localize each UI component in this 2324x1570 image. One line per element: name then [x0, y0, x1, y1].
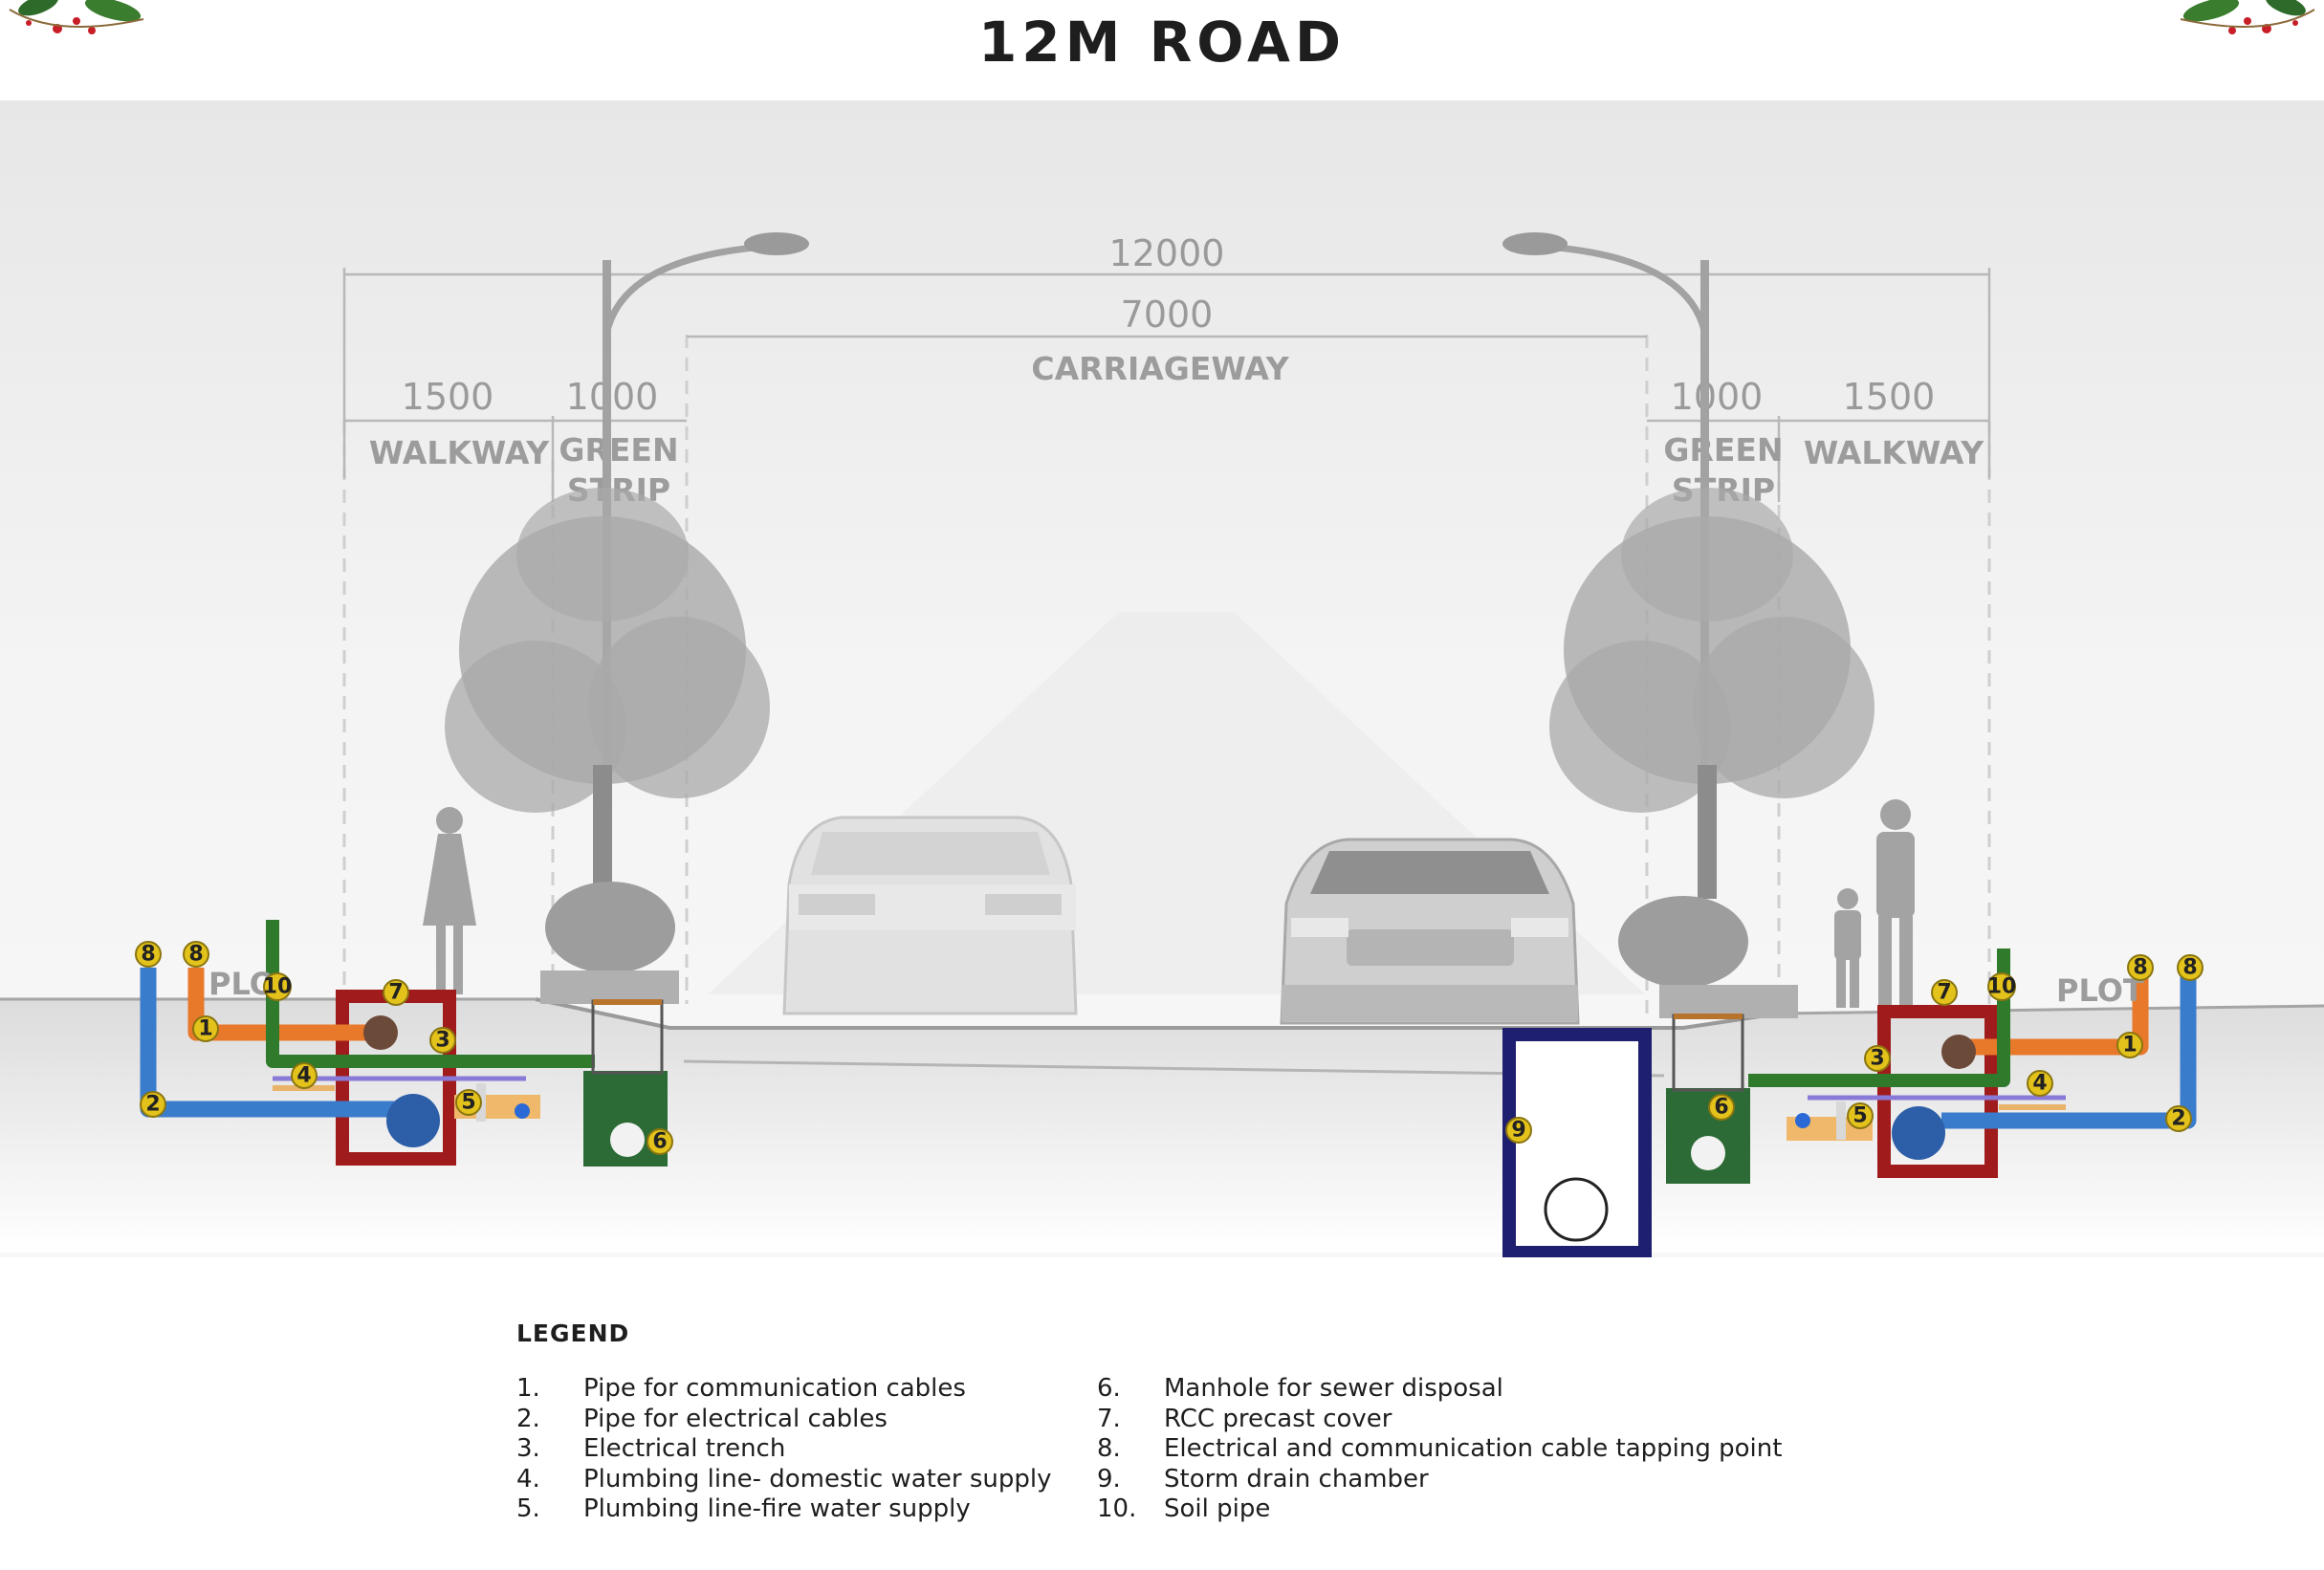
- road-surface-line: [535, 997, 1780, 1030]
- left-green-label-line1: GREEN: [559, 431, 678, 469]
- legend-item: 10.Soil pipe: [1097, 1494, 1271, 1523]
- holly-decoration-left: [9, 0, 144, 34]
- marker-3-left: 3: [429, 1027, 456, 1054]
- soil-pipe-left: [266, 920, 595, 1068]
- svg-text:4: 4: [296, 1064, 311, 1088]
- pedestrian-right-child: [1834, 888, 1861, 1008]
- marker-4-left: 4: [291, 1062, 318, 1089]
- svg-text:10: 10: [1987, 975, 2017, 999]
- marker-10-right: 10: [1987, 972, 2017, 1001]
- svg-text:3: 3: [435, 1029, 449, 1053]
- svg-text:5: 5: [461, 1091, 475, 1115]
- plot-label-right: PLOT: [2056, 972, 2144, 1009]
- svg-text:6: 6: [1714, 1096, 1728, 1120]
- road-section-diagram: 12000 7000 CARRIAGEWAY 1500 WALKWAY 1000…: [0, 100, 2324, 1257]
- marker-7-right: 7: [1931, 979, 1958, 1006]
- marker-6-left: 6: [647, 1128, 673, 1155]
- svg-text:2: 2: [145, 1093, 160, 1117]
- svg-text:7: 7: [1937, 981, 1951, 1005]
- total-width-label: 12000: [1109, 232, 1225, 274]
- legend-item: 1.Pipe for communication cables: [516, 1374, 966, 1403]
- tree-right: [1549, 488, 1875, 988]
- marker-3-right: 3: [1864, 1045, 1891, 1072]
- legend: LEGEND 1.Pipe for communication cables 2…: [516, 1319, 1951, 1525]
- legend-item: 5.Plumbing line-fire water supply: [516, 1494, 971, 1523]
- svg-text:2: 2: [2171, 1107, 2185, 1131]
- right-green-label-line1: GREEN: [1663, 431, 1783, 469]
- legend-item: 3.Electrical trench: [516, 1434, 786, 1463]
- svg-text:7: 7: [388, 981, 403, 1005]
- right-walkway-width-label: 1500: [1843, 376, 1936, 418]
- car-left: [782, 816, 1078, 1015]
- marker-2-right: 2: [2165, 1105, 2192, 1132]
- page-title: 12M ROAD: [977, 10, 1347, 75]
- svg-text:6: 6: [652, 1130, 667, 1154]
- svg-text:9: 9: [1511, 1119, 1525, 1143]
- carriageway-label: CARRIAGEWAY: [1031, 350, 1289, 387]
- marker-8-left-outer: 8: [135, 941, 162, 968]
- legend-title: LEGEND: [516, 1319, 630, 1347]
- left-walkway-width-label: 1500: [402, 376, 494, 418]
- marker-1-left: 1: [192, 1015, 219, 1042]
- left-green-width-label: 1000: [566, 376, 659, 418]
- pedestrian-left: [423, 807, 476, 994]
- legend-column-right: 6.Manhole for sewer disposal 7.RCC preca…: [1097, 1374, 1786, 1525]
- marker-5-left: 5: [455, 1089, 482, 1116]
- planter-right: [1659, 985, 1798, 1018]
- legend-item: 8.Electrical and communication cable tap…: [1097, 1434, 1783, 1463]
- legend-item: 2.Pipe for electrical cables: [516, 1404, 888, 1433]
- left-walkway-label: WALKWAY: [369, 434, 550, 471]
- holly-decoration-right: [2180, 0, 2315, 34]
- right-green-width-label: 1000: [1671, 376, 1764, 418]
- svg-text:8: 8: [141, 943, 155, 967]
- marker-10-left: 10: [263, 972, 293, 1001]
- marker-7-left: 7: [383, 979, 409, 1006]
- marker-8-left-inner: 8: [183, 941, 209, 968]
- marker-8-right-inner: 8: [2127, 954, 2154, 981]
- marker-9: 9: [1505, 1117, 1532, 1144]
- legend-item: 4.Plumbing line- domestic water supply: [516, 1464, 1052, 1494]
- marker-6-right: 6: [1708, 1094, 1735, 1121]
- marker-2-left: 2: [140, 1091, 166, 1118]
- pedestrian-right-adult: [1876, 799, 1915, 1007]
- legend-item: 6.Manhole for sewer disposal: [1097, 1374, 1503, 1403]
- trench-right: [1877, 1005, 1998, 1178]
- svg-text:1: 1: [2122, 1034, 2137, 1058]
- marker-4-right: 4: [2027, 1070, 2053, 1097]
- legend-item: 9.Storm drain chamber: [1097, 1464, 1429, 1494]
- marker-1-right: 1: [2116, 1032, 2143, 1058]
- planter-left: [540, 970, 679, 1004]
- svg-text:1: 1: [198, 1017, 212, 1041]
- marker-5-right: 5: [1847, 1102, 1874, 1129]
- legend-column-left: 1.Pipe for communication cables 2.Pipe f…: [516, 1374, 1097, 1525]
- right-walkway-label: WALKWAY: [1804, 434, 1984, 471]
- svg-text:4: 4: [2032, 1072, 2047, 1096]
- carriageway-width-label: 7000: [1121, 294, 1214, 336]
- tree-left: [445, 488, 770, 973]
- car-right: [1280, 838, 1580, 1025]
- svg-text:5: 5: [1853, 1104, 1867, 1128]
- road-base-line: [683, 1059, 1665, 1078]
- svg-text:8: 8: [2182, 956, 2197, 980]
- legend-item: 7.RCC precast cover: [1097, 1404, 1392, 1433]
- svg-text:3: 3: [1870, 1047, 1884, 1071]
- svg-text:10: 10: [263, 975, 293, 999]
- storm-drain-chamber: [1502, 1028, 1652, 1257]
- svg-text:8: 8: [2133, 956, 2147, 980]
- svg-text:8: 8: [188, 943, 203, 967]
- marker-8-right-outer: 8: [2177, 954, 2203, 981]
